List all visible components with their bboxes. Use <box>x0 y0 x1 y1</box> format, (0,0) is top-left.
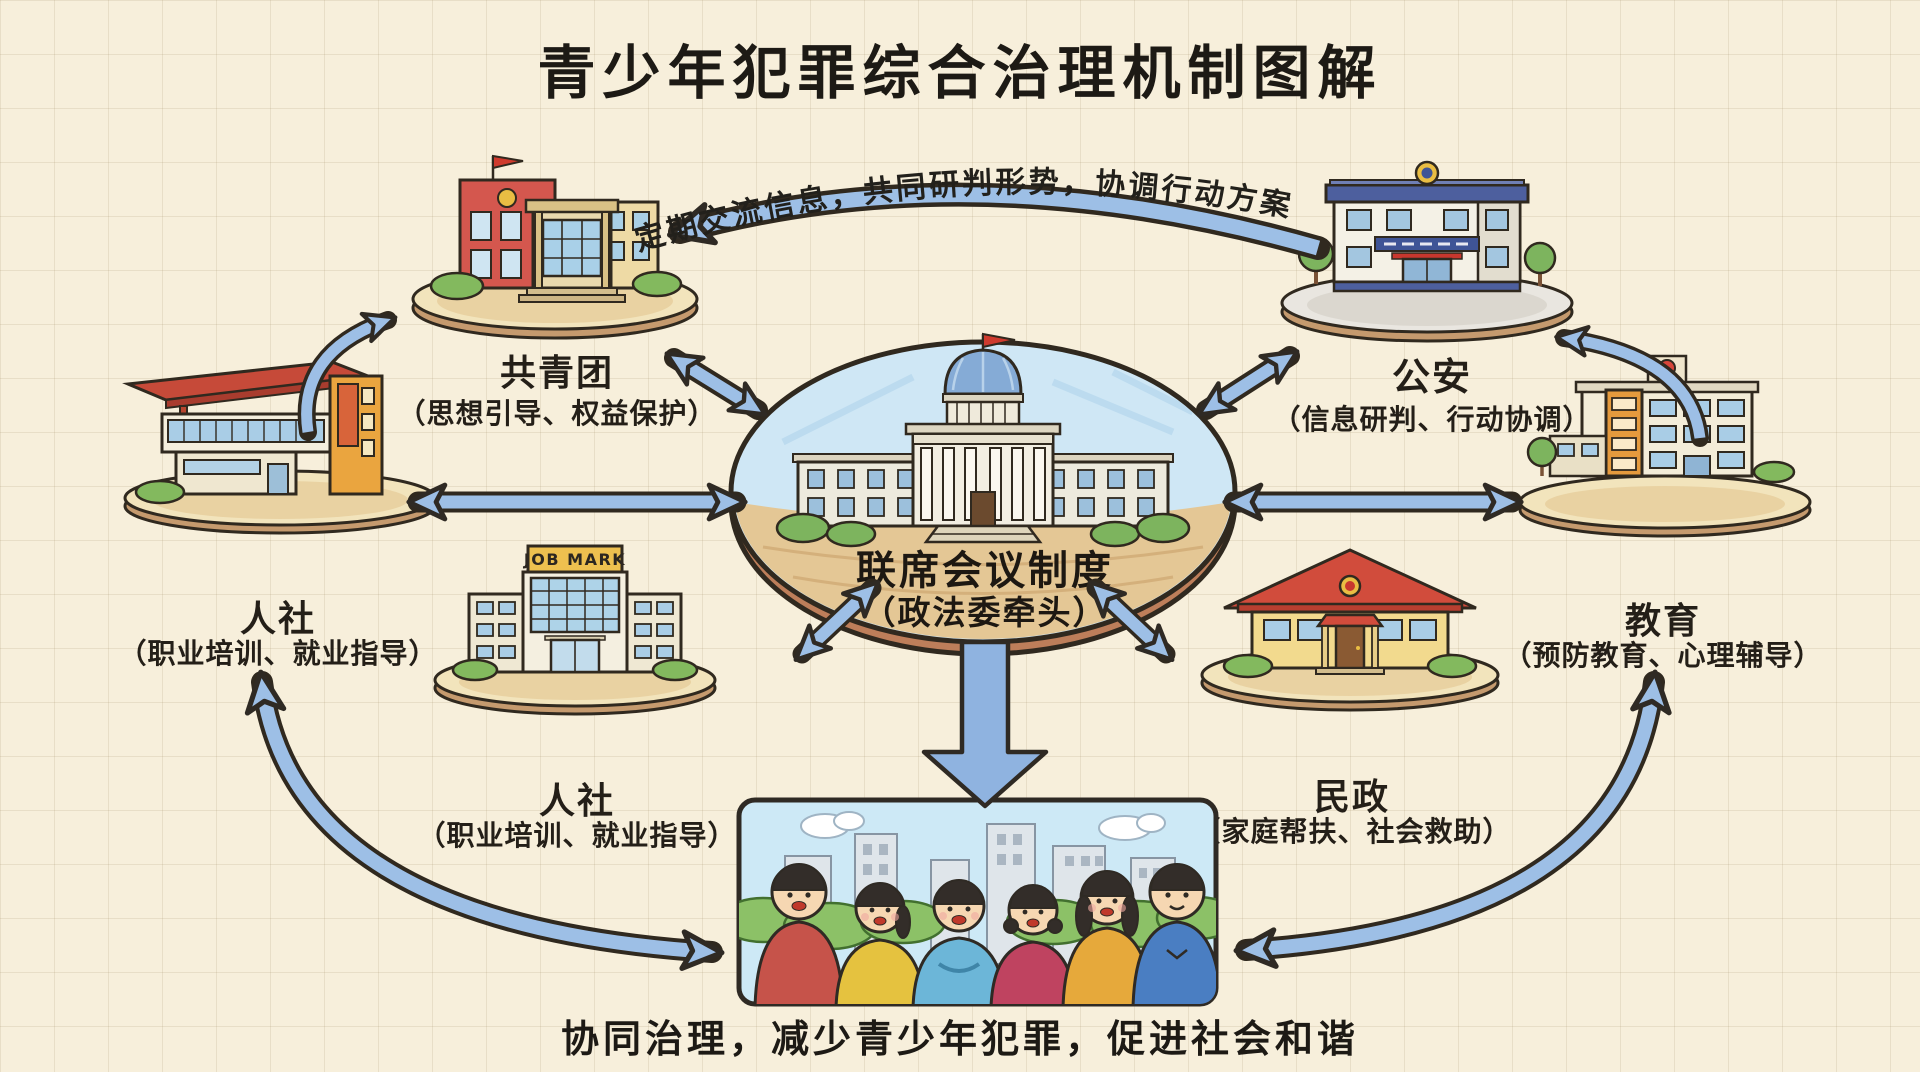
center-node-title: 联席会议制度 <box>856 548 1114 594</box>
node-sublabel-gongqingtuan: （思想引导、权益保护） <box>397 397 717 430</box>
node-label-jiaoyu: 教育 <box>1624 601 1702 642</box>
arrow-top-exchange <box>666 182 1330 260</box>
node-label-gongan: 公安 <box>1391 355 1473 399</box>
page-title: 青少年犯罪综合治理机制图解 <box>537 39 1383 107</box>
gongan-building-illustration <box>1280 160 1574 343</box>
arrow-renshe-bottom-center <box>792 578 882 664</box>
node-label-gongqingtuan: 共青团 <box>499 353 615 394</box>
family-people-group <box>753 863 1216 1004</box>
arrow-renshe-to-gongqingtuan <box>297 311 398 441</box>
arrow-outcome-renshe-left <box>244 669 725 971</box>
renshe-left-building-illustration <box>122 360 437 535</box>
arrow-outcome-jiaoyu <box>1233 669 1672 969</box>
arrow-jiaoyu-to-gongan <box>1554 325 1709 447</box>
outcome-family-panel <box>735 796 1220 1008</box>
node-gongqingtuan <box>405 150 705 340</box>
arrow-center-to-outcome <box>921 639 1049 809</box>
node-gongan <box>1272 152 1582 343</box>
arrow-gongqingtuan-center <box>664 348 768 420</box>
node-renshe-left <box>110 318 450 535</box>
outcome-caption: 协同治理，减少青少年犯罪，促进社会和谐 <box>560 1017 1360 1061</box>
node-sublabel-gongan: （信息研判、行动协调） <box>1272 403 1592 436</box>
family-community-illustration <box>736 797 1219 1007</box>
node-sublabel-renshe-left: （职业培训、就业指导） <box>118 637 438 670</box>
node-sublabel-jiaoyu: （预防教育、心理辅导） <box>1503 639 1823 672</box>
node-label-renshe-left: 人社 <box>239 599 317 640</box>
center-government-illustration <box>728 332 1238 657</box>
job-mark-sign-text: JOB MARK <box>523 550 626 569</box>
node-center-lianxi <box>723 332 1243 662</box>
arrow-gongan-center <box>1196 346 1300 420</box>
center-node-subtitle: （政法委牵头） <box>862 593 1108 632</box>
arrow-minzheng-center <box>1086 578 1176 664</box>
gongqingtuan-building-illustration <box>411 154 699 340</box>
